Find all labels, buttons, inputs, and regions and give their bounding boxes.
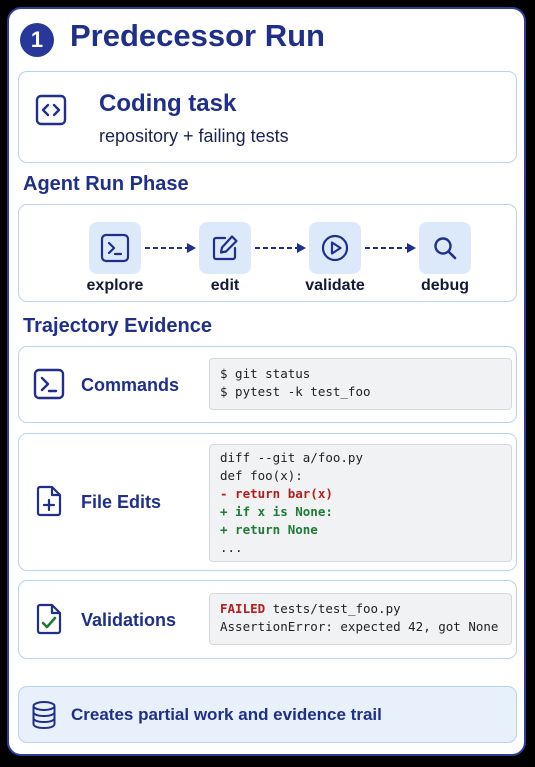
agent-run-phase-heading: Agent Run Phase: [23, 173, 189, 195]
commands-label: Commands: [81, 375, 180, 395]
test-result-line: FAILED tests/test_foo.py: [220, 600, 501, 618]
file-edits-label: File Edits: [81, 492, 162, 512]
assertion-error-line: AssertionError: expected 42, got None: [220, 619, 499, 634]
step-debug: [419, 222, 471, 274]
diff-removed-line: - return bar(x): [220, 486, 333, 501]
diff-added-line: + if x is None:: [220, 504, 333, 519]
command-line: $ git status: [220, 366, 311, 381]
commands-card: Commands $ git status $ pytest -k test_f…: [18, 346, 517, 423]
pencil-edit-icon: [212, 235, 238, 261]
search-icon: [434, 237, 457, 260]
step-label-explore: explore: [86, 277, 144, 294]
command-line: $ pytest -k test_foo: [220, 384, 371, 399]
step-label-edit: edit: [210, 277, 240, 294]
footer-text: Creates partial work and evidence trail: [71, 705, 382, 724]
validations-code-block: FAILED tests/test_foo.py AssertionError:…: [209, 593, 512, 645]
coding-task-card: Coding task repository + failing tests: [18, 71, 517, 163]
page-title: Predecessor Run: [70, 18, 325, 53]
code-icon: [35, 94, 67, 126]
file-check-icon: [36, 603, 62, 635]
arrow-explore-to-edit: [145, 243, 196, 253]
validations-label: Validations: [81, 610, 177, 630]
predecessor-run-panel: 1 Predecessor Run Coding task repository…: [7, 7, 526, 756]
diff-added-line: + return None: [220, 522, 318, 537]
task-subtitle: repository + failing tests: [99, 126, 289, 146]
arrow-validate-to-debug: [365, 243, 416, 253]
file-edits-card: File Edits diff --git a/foo.py def foo(x…: [18, 433, 517, 571]
step-number-badge: 1: [20, 23, 54, 57]
agent-run-phase-card: explore edit validate: [18, 204, 517, 302]
commands-code-block: $ git status $ pytest -k test_foo: [209, 358, 512, 410]
step-label-validate: validate: [305, 277, 365, 294]
terminal-icon: [100, 233, 130, 263]
step-validate: [309, 222, 361, 274]
database-icon: [32, 701, 56, 730]
task-title: Coding task: [99, 90, 237, 117]
diff-context-line: def foo(x):: [220, 468, 303, 483]
evidence-trail-footer: Creates partial work and evidence trail: [18, 686, 517, 743]
validations-card: Validations FAILED tests/test_foo.py Ass…: [18, 580, 517, 659]
step-edit: [199, 222, 251, 274]
file-plus-icon: [36, 485, 62, 517]
terminal-icon: [33, 368, 65, 400]
arrow-edit-to-validate: [255, 243, 306, 253]
failed-status: FAILED: [220, 601, 266, 616]
trajectory-evidence-heading: Trajectory Evidence: [23, 315, 212, 337]
step-explore: [89, 222, 141, 274]
file-edits-code-block: diff --git a/foo.py def foo(x): - return…: [209, 444, 512, 562]
diff-ellipsis-line: ...: [220, 540, 243, 555]
play-icon: [321, 234, 349, 262]
test-path: tests/test_foo.py: [265, 601, 401, 616]
diff-header-line: diff --git a/foo.py: [220, 450, 363, 465]
step-label-debug: debug: [421, 277, 469, 294]
